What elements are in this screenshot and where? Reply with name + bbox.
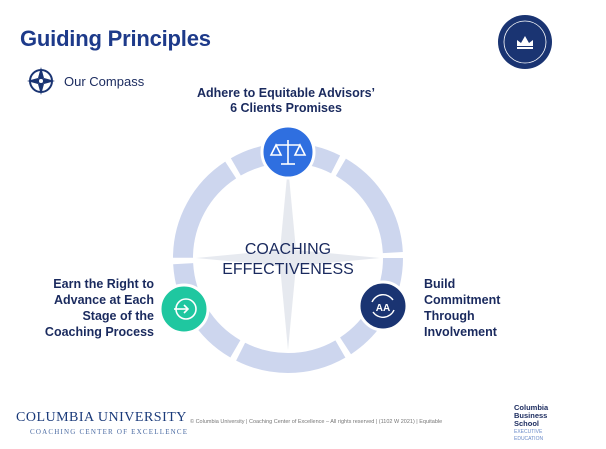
cbs-logo: Columbia Business School EXECUTIVE EDUCA… <box>514 403 549 443</box>
cbs-line: Columbia <box>514 403 549 412</box>
center-title-line: COACHING <box>245 241 331 258</box>
coaching-cycle-diagram: COACHING EFFECTIVENESS AA <box>158 124 409 373</box>
copyright-text: © Columbia University | Coaching Center … <box>190 419 443 425</box>
compass-heading: Our Compass <box>26 66 144 96</box>
node-left <box>158 283 210 335</box>
arrow-right-circle-icon <box>174 298 197 320</box>
principle-right-label: Build Commitment Through Involvement <box>424 276 544 340</box>
compass-label: Our Compass <box>64 73 145 89</box>
principle-right-line: Build <box>424 277 456 291</box>
principle-top-label: Adhere to Equitable Advisors’ 6 Clients … <box>176 86 396 116</box>
center-name: COACHING CENTER OF EXCELLENCE <box>30 428 189 436</box>
principle-left-line: Coaching Process <box>44 325 154 339</box>
node-right: AA <box>357 280 409 332</box>
principle-right-line: Through <box>424 309 475 323</box>
center-title-line: EFFECTIVENESS <box>222 261 354 278</box>
cycle-icon <box>371 294 395 318</box>
principle-top-line: 6 Clients Promises <box>230 101 342 115</box>
principle-left-line: Advance at Each <box>53 293 154 307</box>
cbs-line: School <box>514 419 540 428</box>
compass-star-watermark <box>196 166 380 350</box>
cbs-line: Business <box>514 411 548 420</box>
principle-right-line: Commitment <box>424 293 501 307</box>
principle-left-line: Earn the Right to <box>53 277 154 291</box>
program-seal <box>498 15 552 69</box>
principle-left-line: Stage of the <box>82 309 154 323</box>
crown-icon <box>517 36 533 46</box>
node-top <box>260 124 316 180</box>
scales-icon <box>269 140 307 165</box>
columbia-logo: COLUMBIA UNIVERSITY COACHING CENTER OF E… <box>16 410 188 436</box>
principle-top-line: Adhere to Equitable Advisors’ <box>196 86 376 100</box>
principle-left-label: Earn the Right to Advance at Each Stage … <box>22 276 154 340</box>
university-name: COLUMBIA UNIVERSITY <box>16 410 187 425</box>
cbs-sub-line: EXECUTIVE <box>514 429 543 435</box>
principle-right-line: Involvement <box>424 325 497 339</box>
compass-icon <box>27 67 55 95</box>
page-title: Guiding Principles <box>20 26 211 51</box>
right-node-icon-text: AA <box>376 303 390 314</box>
cbs-sub-line: EDUCATION <box>514 436 544 442</box>
